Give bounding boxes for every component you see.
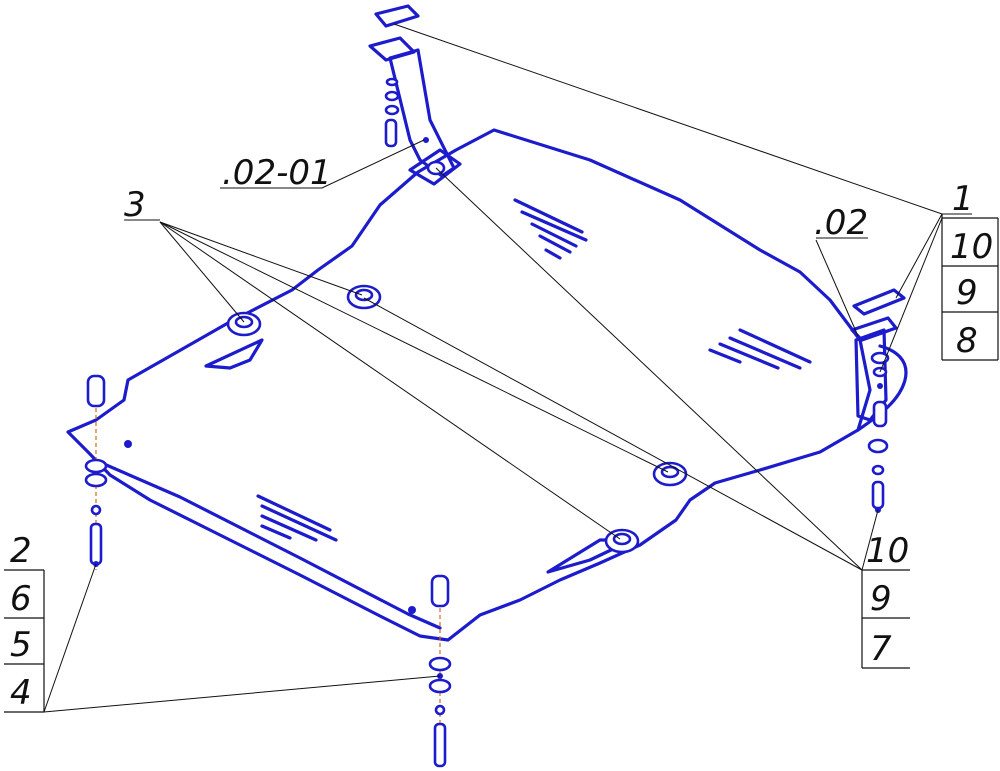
- boss-nuts: [226, 284, 688, 554]
- stamp-ribs-top: [513, 198, 588, 260]
- label-4: 4: [10, 673, 32, 713]
- bolt: [871, 480, 885, 510]
- label-10-bottom: 10: [866, 531, 909, 571]
- stamp-ribs-right: [708, 328, 812, 370]
- fastener-stack-right: [867, 438, 889, 513]
- spacer: [86, 374, 106, 408]
- skid-plate: [66, 128, 908, 642]
- hole: [408, 606, 416, 614]
- label-9-top: 9: [956, 273, 978, 313]
- bolt: [89, 522, 103, 566]
- boss-nut: [226, 311, 262, 337]
- fastener-stack-bottom: [428, 574, 452, 768]
- boss-nut: [604, 528, 640, 554]
- label-box-top-right: [941, 214, 999, 361]
- label-3: 3: [124, 185, 146, 225]
- hole: [124, 440, 132, 448]
- boss-nut: [346, 284, 382, 310]
- label-box-bottom-right: [861, 569, 910, 669]
- plate-inner-edge: [102, 462, 442, 630]
- bolt: [433, 722, 447, 768]
- bracket-02-01: [368, 4, 462, 186]
- label-box-left: [4, 569, 45, 713]
- label-5: 5: [10, 625, 32, 665]
- label-10-top: 10: [950, 227, 993, 267]
- label-2: 2: [10, 531, 32, 571]
- label-02: .02: [814, 203, 868, 243]
- boss-nut: [652, 461, 688, 487]
- label-7: 7: [870, 629, 892, 669]
- leader-lines: [43, 23, 972, 713]
- bracket-02: [850, 288, 906, 428]
- label-1: 1: [952, 179, 974, 219]
- stamp-ribs-front: [256, 494, 338, 542]
- label-8: 8: [956, 321, 978, 361]
- label-9-bottom: 9: [870, 579, 892, 619]
- fastener-stack-left: [84, 374, 108, 570]
- label-02-01: .02-01: [222, 153, 332, 193]
- plate-outline: [66, 128, 872, 642]
- recess-left: [204, 338, 264, 370]
- spacer: [430, 574, 450, 608]
- label-6: 6: [10, 579, 32, 619]
